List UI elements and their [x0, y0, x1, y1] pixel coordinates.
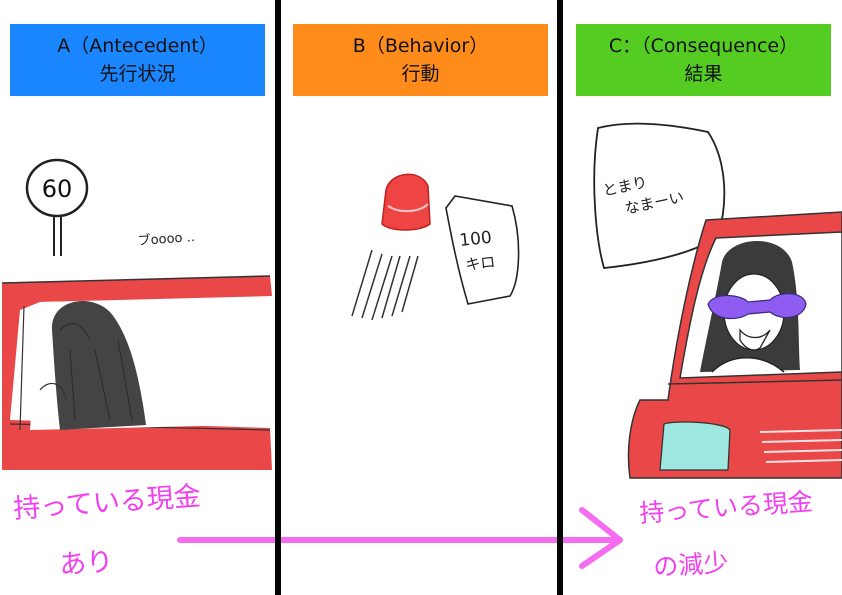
siren-light — [351, 173, 431, 321]
header-behavior-title: B（Behavior） — [352, 35, 489, 57]
caption-left-line1: 持っている現金 — [12, 481, 201, 525]
speed-bubble: 100 キロ — [445, 195, 520, 305]
panel-divider-1 — [275, 0, 281, 595]
caption-right-line1: 持っている現金 — [638, 487, 813, 528]
header-antecedent: A（Antecedent） 先行状況 — [10, 24, 265, 96]
engine-sound-text: ブoooo .. — [137, 229, 195, 249]
header-consequence-title: C：（Consequence） — [608, 35, 799, 57]
header-consequence-subtitle: 結果 — [684, 63, 723, 85]
header-antecedent-title: A（Antecedent） — [57, 35, 218, 57]
panel-divider-2 — [557, 0, 563, 595]
speed-bubble-line1: 100 — [458, 228, 492, 251]
car-right — [627, 211, 842, 479]
caption-left-line2: あり — [58, 546, 114, 581]
car-left — [1, 275, 272, 470]
transition-arrow — [177, 507, 623, 569]
header-behavior-subtitle: 行動 — [401, 63, 440, 85]
speed-limit-sign: 60 — [25, 158, 89, 256]
header-behavior: B（Behavior） 行動 — [293, 24, 548, 96]
speed-bubble-line2: キロ — [465, 253, 497, 274]
speed-limit-text: 60 — [42, 175, 73, 203]
header-consequence: C：（Consequence） 結果 — [576, 24, 831, 96]
header-antecedent-subtitle: 先行状況 — [99, 63, 176, 85]
caption-right-line2: の減少 — [652, 548, 729, 582]
